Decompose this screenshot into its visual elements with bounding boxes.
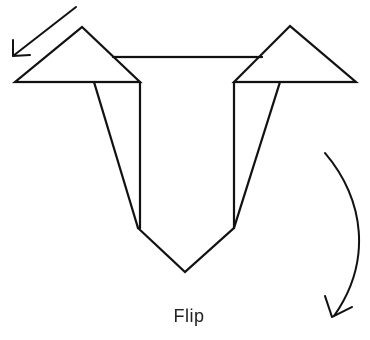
bottom-point xyxy=(136,226,236,274)
flip-caption: Flip xyxy=(173,306,205,326)
right-outer-edge xyxy=(232,80,282,230)
left-flap-triangle xyxy=(11,25,143,84)
left-outer-edge xyxy=(92,80,140,230)
right-flap-triangle xyxy=(231,24,359,84)
diagonal-arrow-icon xyxy=(12,6,77,57)
curved-arrow-icon xyxy=(324,152,361,318)
